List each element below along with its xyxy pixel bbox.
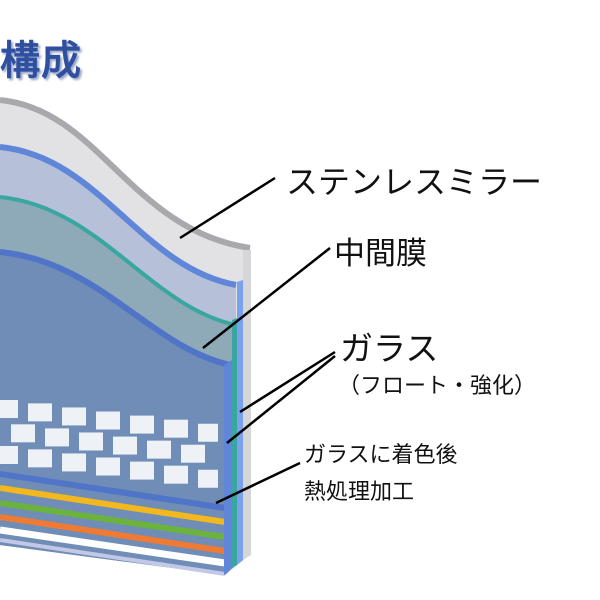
label-glass-type: （フロート・強化） (338, 374, 537, 399)
leader-glass-1 (239, 350, 336, 414)
leader-interlayer (202, 247, 331, 349)
brick (79, 432, 103, 451)
leader-glass-2 (226, 355, 336, 444)
bottom-edge (0, 538, 226, 576)
brick (198, 469, 218, 488)
side-edge-colored-glass (224, 360, 232, 575)
brick (147, 440, 171, 459)
brick (96, 457, 120, 476)
stripe-green (0, 500, 226, 540)
stripe-blue (0, 471, 226, 511)
brick (0, 446, 18, 464)
brick (164, 419, 188, 438)
stripe-yellow (0, 485, 226, 525)
brick (113, 436, 137, 455)
label-interlayer: 中間膜 (334, 236, 427, 272)
stainless-top-edge (0, 97, 251, 251)
interlayer-edge-line (0, 144, 237, 288)
brick (62, 407, 86, 426)
label-colored-glass-line1: ガラスに着色後 (304, 443, 458, 468)
brick (96, 411, 120, 430)
brick (45, 428, 69, 447)
brick (198, 423, 218, 442)
brick (130, 415, 154, 434)
label-glass: ガラス (340, 329, 439, 368)
brick (181, 444, 205, 463)
leader-colored-glass (215, 461, 301, 505)
page-title: 構成 (0, 38, 82, 84)
stripe-orange (0, 514, 226, 554)
label-colored-glass-line2: 熱処理加工 (304, 480, 415, 505)
colored-glass-edge-line (0, 249, 231, 368)
side-edge-glass (232, 318, 237, 568)
label-stainless-mirror: ステンレスミラー (286, 163, 543, 201)
side-edge-interlayer (237, 280, 243, 565)
brick (130, 461, 154, 480)
brick (11, 424, 35, 443)
glass-edge-line (0, 195, 237, 327)
brick (28, 403, 52, 422)
brick (0, 400, 18, 418)
leader-stainless (179, 176, 276, 240)
brick-pattern (0, 400, 218, 488)
brick (62, 453, 86, 472)
brick (164, 465, 188, 484)
brick (28, 449, 52, 468)
side-edge-stainless (243, 250, 251, 560)
stripe-white (0, 526, 226, 567)
